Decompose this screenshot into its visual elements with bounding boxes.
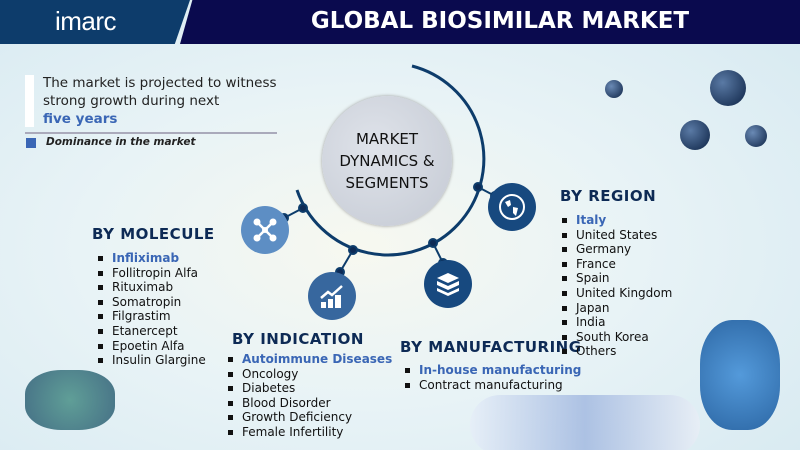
list-item: Autoimmune Diseases: [228, 352, 392, 367]
list-item: Follitropin Alfa: [98, 266, 206, 281]
list-item: Diabetes: [228, 381, 392, 396]
title-banner: [180, 0, 800, 44]
molecule-decoration: [710, 70, 746, 106]
logo-banner: [0, 0, 190, 44]
list-item: United Kingdom: [562, 286, 672, 301]
region-list: Italy United States Germany France Spain…: [562, 213, 672, 359]
list-item: Oncology: [228, 367, 392, 382]
segment-title: BY MANUFACTURING: [400, 338, 582, 356]
indication-list: Autoimmune Diseases Oncology Diabetes Bl…: [228, 352, 392, 440]
boxes-icon: [424, 260, 472, 308]
list-item: United States: [562, 228, 672, 243]
molecule-decoration: [605, 80, 623, 98]
divider: [25, 132, 277, 134]
list-item: Rituximab: [98, 280, 206, 295]
pills-decoration: [470, 395, 700, 450]
list-item: Infliximab: [98, 251, 206, 266]
growth-chart-icon: [308, 272, 356, 320]
market-dynamics-hub: MARKET DYNAMICS & SEGMENTS: [322, 96, 452, 226]
intro-line: The market is projected to witness: [43, 75, 277, 91]
list-item: Growth Deficiency: [228, 410, 392, 425]
list-item: Etanercept: [98, 324, 206, 339]
list-item: Filgrastim: [98, 309, 206, 324]
antibody-decoration: [700, 320, 780, 430]
intro-accent-bar: [25, 75, 34, 127]
list-item: Blood Disorder: [228, 396, 392, 411]
manufacturing-list: In-house manufacturing Contract manufact…: [405, 363, 581, 392]
hub-line: MARKET: [355, 130, 419, 148]
segment-title: BY MOLECULE: [92, 225, 215, 243]
legend-label: Dominance in the market: [46, 136, 196, 148]
hub-line: SEGMENTS: [345, 174, 429, 192]
segment-title: BY INDICATION: [232, 330, 364, 348]
list-item: Female Infertility: [228, 425, 392, 440]
list-item: In-house manufacturing: [405, 363, 581, 378]
list-item: Insulin Glargine: [98, 353, 206, 368]
globe-icon: [488, 183, 536, 231]
list-item: Epoetin Alfa: [98, 339, 206, 354]
list-item: Japan: [562, 301, 672, 316]
protein-decoration: [25, 370, 115, 430]
list-item: Germany: [562, 242, 672, 257]
list-item: Contract manufacturing: [405, 378, 581, 393]
list-item: Italy: [562, 213, 672, 228]
list-item: South Korea: [562, 330, 672, 345]
hub-line: DYNAMICS &: [339, 152, 435, 170]
molecule-list: Infliximab Follitropin Alfa Rituximab So…: [98, 251, 206, 368]
list-item: Somatropin: [98, 295, 206, 310]
molecule-decoration: [745, 125, 767, 147]
intro-text: The market is projected to witness stron…: [43, 74, 277, 128]
list-item: India: [562, 315, 672, 330]
legend-swatch: [26, 138, 36, 148]
intro-highlight: five years: [43, 111, 118, 127]
list-item: Others: [562, 344, 672, 359]
list-item: Spain: [562, 271, 672, 286]
molecule-decoration: [680, 120, 710, 150]
imarc-logo: imarc: [55, 6, 117, 36]
page-title: GLOBAL BIOSIMILAR MARKET: [310, 8, 690, 34]
list-item: France: [562, 257, 672, 272]
intro-line: strong growth during next: [43, 93, 220, 109]
segment-title: BY REGION: [560, 187, 657, 205]
molecule-icon: [241, 206, 289, 254]
